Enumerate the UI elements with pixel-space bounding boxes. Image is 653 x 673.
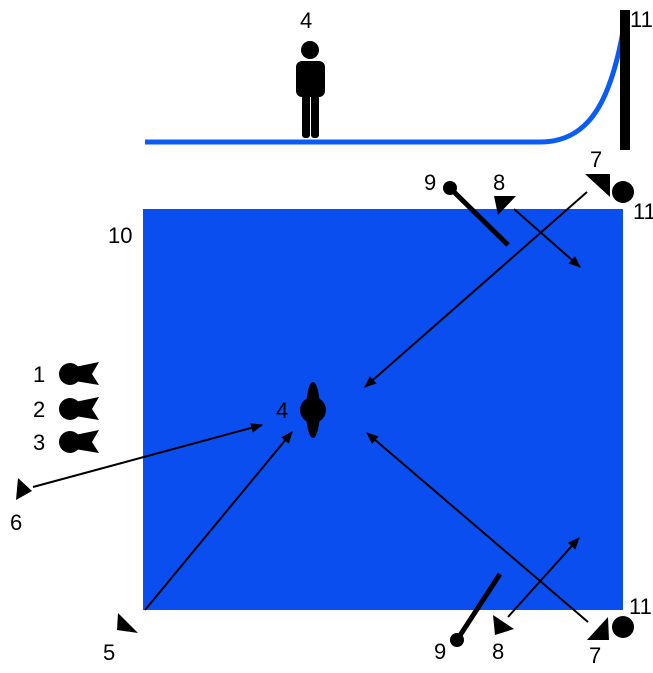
arrow-8-bottom-to-right bbox=[507, 537, 580, 618]
label-7-bottom: 7 bbox=[589, 643, 601, 668]
arrow-7-top-to-center bbox=[364, 191, 588, 388]
arrow-8-top-to-right bbox=[513, 208, 581, 268]
person-figure bbox=[296, 41, 325, 138]
label-5: 5 bbox=[103, 640, 115, 665]
marker-8-top bbox=[494, 196, 516, 215]
bench-label-2: 2 bbox=[33, 397, 45, 422]
marker-7-top bbox=[585, 174, 610, 197]
marker-6 bbox=[16, 478, 32, 500]
bench-player-1 bbox=[59, 362, 99, 385]
marker-8-bottom bbox=[493, 615, 514, 635]
center-label: 4 bbox=[276, 398, 288, 423]
ball-11-top bbox=[612, 181, 634, 203]
label-7-top: 7 bbox=[590, 147, 602, 172]
pole-9-bottom bbox=[450, 572, 503, 647]
bench-player-3 bbox=[59, 430, 99, 453]
pole-9-top bbox=[443, 181, 510, 247]
marker-5 bbox=[117, 613, 138, 633]
court-field bbox=[143, 209, 623, 610]
label-9-bottom: 9 bbox=[434, 639, 446, 664]
arrow-7-bottom-to-center bbox=[366, 432, 589, 623]
label-8-bottom: 8 bbox=[492, 639, 504, 664]
label-11-top: 11 bbox=[633, 199, 653, 224]
side-profile-curve bbox=[145, 19, 628, 145]
center-player bbox=[300, 382, 326, 438]
bench-label-3: 3 bbox=[33, 430, 45, 455]
marker-7-bottom bbox=[587, 617, 609, 640]
label-8-top: 8 bbox=[493, 170, 505, 195]
label-9-top: 9 bbox=[424, 170, 436, 195]
court-label: 10 bbox=[108, 223, 132, 248]
bench-label-1: 1 bbox=[33, 362, 45, 387]
side-wall bbox=[620, 10, 630, 150]
label-6: 6 bbox=[10, 510, 22, 535]
side-wall-label: 11 bbox=[630, 7, 653, 32]
arrow-5-to-center bbox=[144, 431, 293, 611]
arrow-6-to-center bbox=[32, 423, 263, 488]
label-11-bottom: 11 bbox=[629, 594, 652, 619]
ball-11-bottom bbox=[612, 616, 634, 638]
bench-player-2 bbox=[59, 397, 99, 420]
person-label: 4 bbox=[300, 8, 312, 33]
